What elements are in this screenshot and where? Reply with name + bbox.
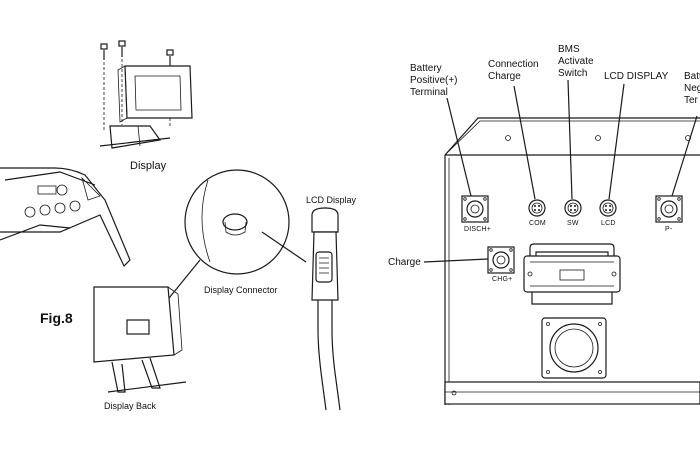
square-port-cover <box>541 317 607 379</box>
figure-number-label: Fig.8 <box>40 310 73 326</box>
lcd-display-label: LCD Display <box>306 195 357 205</box>
carry-handle <box>523 243 621 305</box>
sw-port-label: SW <box>567 220 579 227</box>
sw-port <box>564 199 582 217</box>
battery-positive-callout: Battery Positive(+) Terminal <box>410 63 458 98</box>
lcd-display-callout: LCD DISPLAY <box>604 71 669 82</box>
display-connector-label: Display Connector <box>204 285 278 295</box>
chg-plus-terminal <box>487 246 515 274</box>
battery-box-illustration <box>444 117 700 405</box>
chg-port-label: CHG+ <box>492 276 513 283</box>
bms-activate-switch-callout: BMS Activate Switch <box>558 44 594 79</box>
display-connector-zoom-circle <box>142 169 307 331</box>
p-minus-port-label: P- <box>665 226 673 233</box>
disch-port-label: DISCH+ <box>464 226 492 233</box>
charge-callout: Charge <box>388 257 421 268</box>
vehicle-dashboard-illustration <box>0 167 131 268</box>
display-back-label: Display Back <box>104 401 157 411</box>
disch-plus-terminal <box>461 195 489 223</box>
lcd-display-cable <box>311 207 341 411</box>
display-mount-illustration <box>99 40 193 149</box>
battery-negative-callout: Batt Neg Ter <box>684 71 700 106</box>
connection-charge-callout: Connection Charge <box>488 59 539 82</box>
p-minus-terminal <box>655 195 683 223</box>
display-label: Display <box>130 160 167 172</box>
lcd-port <box>599 199 617 217</box>
com-port <box>528 199 546 217</box>
callout-leader-lines <box>423 79 698 263</box>
com-port-label: COM <box>529 220 546 227</box>
lcd-port-label: LCD <box>601 220 616 227</box>
display-back-illustration <box>93 286 187 393</box>
